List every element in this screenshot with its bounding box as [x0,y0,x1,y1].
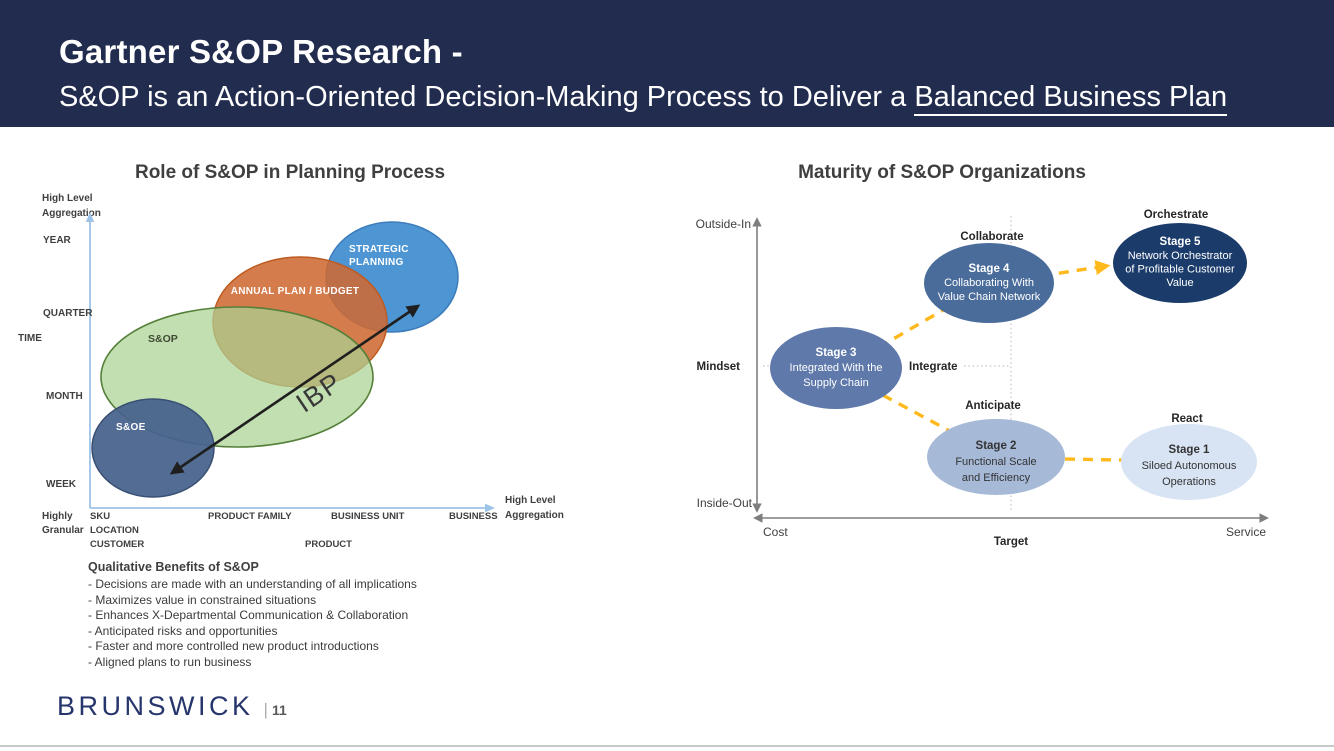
stage-5-line: Value [1166,277,1193,289]
benefits-heading: Qualitative Benefits of S&OP [88,560,259,574]
bottom-divider-line [0,745,1334,747]
stage-3-title: Stage 3 [816,347,857,359]
strategic-planning-label: STRATEGIC [349,244,409,255]
x-tick-customer: CUSTOMER [90,539,144,550]
slide-subtitle: S&OP is an Action-Oriented Decision-Maki… [59,81,1228,116]
category-react: React [1171,413,1202,425]
benefit-item: - Enhances X-Departmental Communication … [88,608,409,623]
soe-ellipse [91,398,215,498]
category-orchestrate: Orchestrate [1144,209,1209,221]
x-tick-location: LOCATION [90,525,139,536]
role-of-sop-chart: Role of S&OP in Planning Process High Le… [18,162,564,550]
benefit-item: - Aligned plans to run business [88,654,252,669]
x-tick-business-unit: BUSINESS UNIT [331,511,405,522]
brunswick-logo: BRUNSWICK [57,691,254,721]
stage-1-ellipse [1121,424,1257,500]
y-axis-top-label: Outside-In [696,217,751,231]
left-x-axis-arrow-icon [485,503,495,513]
y-axis-bottom-label: Granular [42,525,84,536]
subtitle-underlined-text: Balanced Business Plan [914,81,1228,116]
stage-3-line: Supply Chain [803,377,868,389]
footer-divider: | [263,700,268,719]
left-y-axis-arrow-icon [85,212,95,222]
benefit-item: - Decisions are made with an understandi… [88,577,417,591]
page-number: 11 [271,702,287,718]
y-tick-quarter: QUARTER [43,308,93,319]
slide-header: Gartner S&OP Research - S&OP is an Actio… [0,0,1334,127]
right-chart-title: Maturity of S&OP Organizations [798,162,1086,183]
x-axis-end-label: High Level [505,495,556,506]
stage-2-title: Stage 2 [976,440,1017,452]
stage-5-title: Stage 5 [1160,236,1202,248]
y-axis-top-label: Aggregation [42,208,101,219]
stage-4-line: Value Chain Network [938,291,1041,303]
benefit-item: - Maximizes value in constrained situati… [88,592,317,607]
stage-4-ellipse [924,243,1054,323]
slide-title: Gartner S&OP Research - [59,33,463,70]
subtitle-text: S&OP is an Action-Oriented Decision-Maki… [59,81,915,113]
strategic-planning-label: PLANNING [349,257,404,268]
stage-2-ellipse [927,419,1065,495]
category-collaborate: Collaborate [960,231,1023,243]
y-tick-month: MONTH [46,391,83,402]
stage-2-line: Functional Scale [955,456,1036,468]
stage-1-title: Stage 1 [1169,444,1211,456]
category-integrate: Integrate [909,361,958,373]
left-chart-title: Role of S&OP in Planning Process [135,162,445,183]
y-axis-top-label: High Level [42,193,93,204]
x-axis-end-label: Aggregation [505,510,564,521]
stage-4-line: Collaborating With [944,277,1034,289]
x-axis-name: Target [994,536,1028,548]
stage-1-line: Operations [1162,476,1216,488]
qualitative-benefits: Qualitative Benefits of S&OP - Decisions… [88,560,417,671]
footer: BRUNSWICK | 11 [57,691,287,722]
x-axis-left-label: Cost [763,525,788,539]
y-axis-bottom-label: Inside-Out [697,496,753,510]
stage-5-ellipse [1113,223,1247,303]
x-tick-sku: SKU [90,511,110,522]
stage-4-title: Stage 4 [969,263,1011,275]
ibp-arrow [169,304,421,475]
soe-label: S&OE [116,422,146,433]
x-tick-product-family: PRODUCT FAMILY [208,511,292,522]
x-tick-product: PRODUCT [305,539,352,550]
sop-label: S&OP [148,333,178,345]
annual-plan-budget-label: ANNUAL PLAN / BUDGET [231,286,360,297]
x-axis-right-label: Service [1226,525,1266,539]
stage-1-line: Siloed Autonomous [1142,460,1237,472]
benefit-item: - Anticipated risks and opportunities [88,623,278,638]
stage-2-line: and Efficiency [962,472,1031,484]
benefit-item: - Faster and more controlled new product… [88,639,379,654]
stage-3-ellipse [770,327,902,409]
category-anticipate: Anticipate [965,400,1021,412]
y-axis-name: TIME [18,333,42,344]
maturity-chart: Maturity of S&OP Organizations Outside-I… [696,162,1269,548]
y-axis-name: Mindset [697,361,741,373]
stage-3-line: Integrated With the [790,362,883,374]
x-tick-business: BUSINESS [449,511,498,522]
y-tick-year: YEAR [43,235,72,246]
y-tick-week: WEEK [46,479,77,490]
stage-5-line: Network Orchestrator [1128,250,1233,262]
stage-5-line: of Profitable Customer [1125,264,1235,276]
y-axis-bottom-label: Highly [42,511,73,522]
